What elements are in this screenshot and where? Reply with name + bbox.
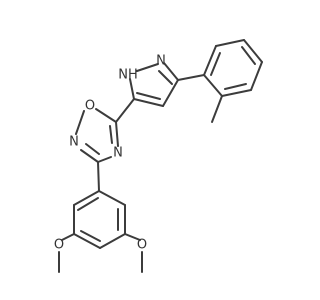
bond-c5-o xyxy=(95,108,117,123)
bond-c5-nh xyxy=(129,78,135,100)
bond-nh-n xyxy=(136,63,159,72)
bond-aryl-6 xyxy=(98,190,126,206)
atom-label-methoxy-o-left: O xyxy=(54,238,64,253)
bond-aryl-o-left xyxy=(61,233,75,241)
atom-label-nh: NH xyxy=(118,68,138,83)
bond-aryl-1 xyxy=(73,190,100,206)
bond-tolyl-6 xyxy=(203,74,223,97)
atom-label-pyrazole-n: N xyxy=(156,54,166,69)
atom-nh: NH xyxy=(118,68,138,83)
molecule-structure: NH N O N N O O xyxy=(54,39,263,273)
bond-c3-n4 xyxy=(97,156,112,163)
bond-n4-c5-double xyxy=(109,125,113,144)
bond-n2-c3-double xyxy=(85,143,100,155)
bond-tolyl-5 xyxy=(221,89,252,97)
atom-label-layer: NH N O N N O O xyxy=(54,54,166,253)
bond-aryl-3 xyxy=(73,233,101,249)
bond-tolyl-1 xyxy=(203,45,217,76)
atom-oxadiazole-n4: N xyxy=(113,146,123,161)
bond-n-c3 xyxy=(163,62,179,81)
bond-c3-tolyl xyxy=(177,74,205,81)
bond-n-c3-double xyxy=(158,70,173,85)
bond-n4-c5 xyxy=(115,121,119,147)
bond-aryl-4 xyxy=(99,233,126,249)
bond-n2-c3 xyxy=(80,149,99,163)
bond-o-n2 xyxy=(75,110,85,135)
bond-tolyl-4 xyxy=(250,61,263,91)
bond-aryl-1-double xyxy=(77,197,99,211)
bond-aryl-3-double xyxy=(80,230,101,242)
atom-oxadiazole-n2: N xyxy=(69,135,79,150)
bond-oxadiazole-aryl xyxy=(97,161,100,192)
atom-methoxy-o-right: O xyxy=(137,238,147,253)
bond-tolyl-3 xyxy=(243,39,263,63)
bond-c4-c5 xyxy=(133,98,164,107)
atom-label-oxadiazole-n4: N xyxy=(113,146,123,161)
bond-layer xyxy=(58,39,263,273)
bond-c3-c4 xyxy=(162,79,179,107)
bond-tolyl-1-double xyxy=(210,52,221,76)
atom-pyrazole-n: N xyxy=(156,54,166,69)
atom-label-methoxy-o-right: O xyxy=(137,238,147,253)
bond-tolyl-2 xyxy=(215,39,245,47)
bond-aryl-o-right xyxy=(124,233,141,241)
atom-oxadiazole-o: O xyxy=(85,99,95,114)
bond-pyrazole-oxadiazole xyxy=(115,98,135,123)
atom-methoxy-o-left: O xyxy=(54,238,64,253)
atom-label-oxadiazole-n2: N xyxy=(69,135,79,150)
bond-c4-c5-double xyxy=(136,92,161,100)
bond-tolyl-5-double xyxy=(224,83,247,90)
atom-label-oxadiazole-o: O xyxy=(85,99,95,114)
bond-tolyl-3-double xyxy=(241,46,256,65)
bond-tolyl-methyl xyxy=(211,95,223,123)
